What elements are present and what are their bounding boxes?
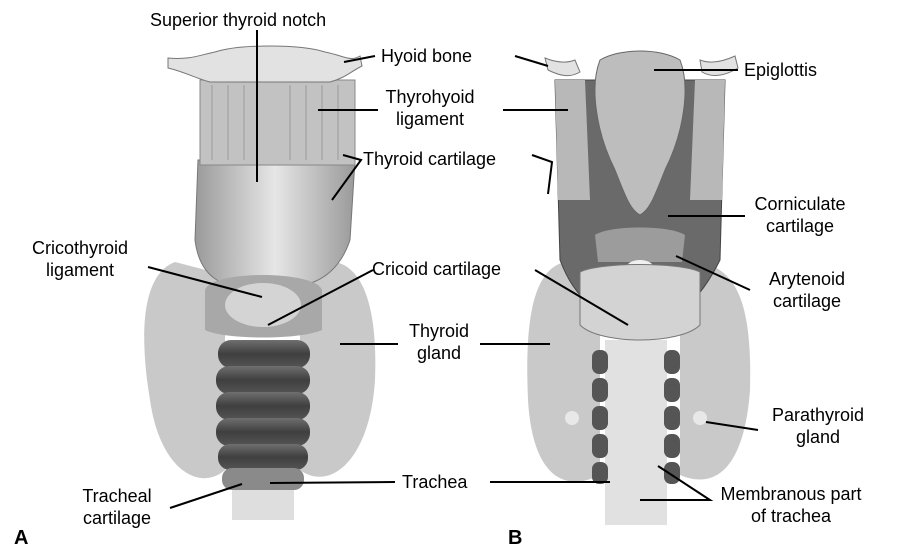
label-line: Parathyroid xyxy=(760,404,876,426)
cricoid-lamina-shape xyxy=(580,265,700,341)
label-tracheal-cartilage: Tracheal cartilage xyxy=(72,485,162,529)
parathyroid-right-shape xyxy=(693,411,707,425)
panel-b-drawing xyxy=(527,51,750,525)
label-line: Arytenoid xyxy=(752,268,862,290)
label-line: Cricothyroid xyxy=(25,237,135,259)
hyoid-bone-shape xyxy=(168,46,362,82)
label-line: ligament xyxy=(25,259,135,281)
label-line: ligament xyxy=(380,108,480,130)
label-line: Corniculate xyxy=(740,193,860,215)
label-line: Thyroid xyxy=(398,320,480,342)
label-line: cartilage xyxy=(752,290,862,312)
label-membranous-trachea: Membranous part of trachea xyxy=(716,483,866,527)
label-thyroid-gland: Thyroid gland xyxy=(398,320,480,364)
label-superior-thyroid-notch: Superior thyroid notch xyxy=(150,9,326,31)
parathyroid-left-shape xyxy=(565,411,579,425)
label-hyoid-bone: Hyoid bone xyxy=(381,45,472,67)
membranous-trachea-shape xyxy=(605,340,667,525)
label-line: cartilage xyxy=(740,215,860,237)
label-line: Tracheal xyxy=(72,485,162,507)
leader-hyoid-b xyxy=(515,56,548,66)
label-line: gland xyxy=(398,342,480,364)
label-thyrohyoid-ligament: Thyrohyoid ligament xyxy=(380,86,480,130)
leader-thyroid-cartilage-b xyxy=(532,155,552,194)
leader-tracheal-cartilage xyxy=(170,484,242,508)
label-corniculate-cartilage: Corniculate cartilage xyxy=(740,193,860,237)
thyroid-cartilage-shape xyxy=(195,160,355,288)
label-cricothyroid-ligament: Cricothyroid ligament xyxy=(25,237,135,281)
panel-a-drawing xyxy=(144,46,375,520)
label-epiglottis: Epiglottis xyxy=(744,59,817,81)
label-line: of trachea xyxy=(716,505,866,527)
label-line: gland xyxy=(760,426,876,448)
trachea-rings xyxy=(216,340,310,490)
label-trachea: Trachea xyxy=(402,471,467,493)
label-line: Thyrohyoid xyxy=(380,86,480,108)
panel-label-a: A xyxy=(14,527,28,550)
panel-label-b: B xyxy=(508,527,522,550)
label-arytenoid-cartilage: Arytenoid cartilage xyxy=(752,268,862,312)
leader-trachea-a xyxy=(270,482,395,483)
label-cricoid-cartilage: Cricoid cartilage xyxy=(372,258,501,280)
label-line: cartilage xyxy=(72,507,162,529)
label-parathyroid-gland: Parathyroid gland xyxy=(760,404,876,448)
label-line: Membranous part xyxy=(716,483,866,505)
label-thyroid-cartilage: Thyroid cartilage xyxy=(363,148,496,170)
